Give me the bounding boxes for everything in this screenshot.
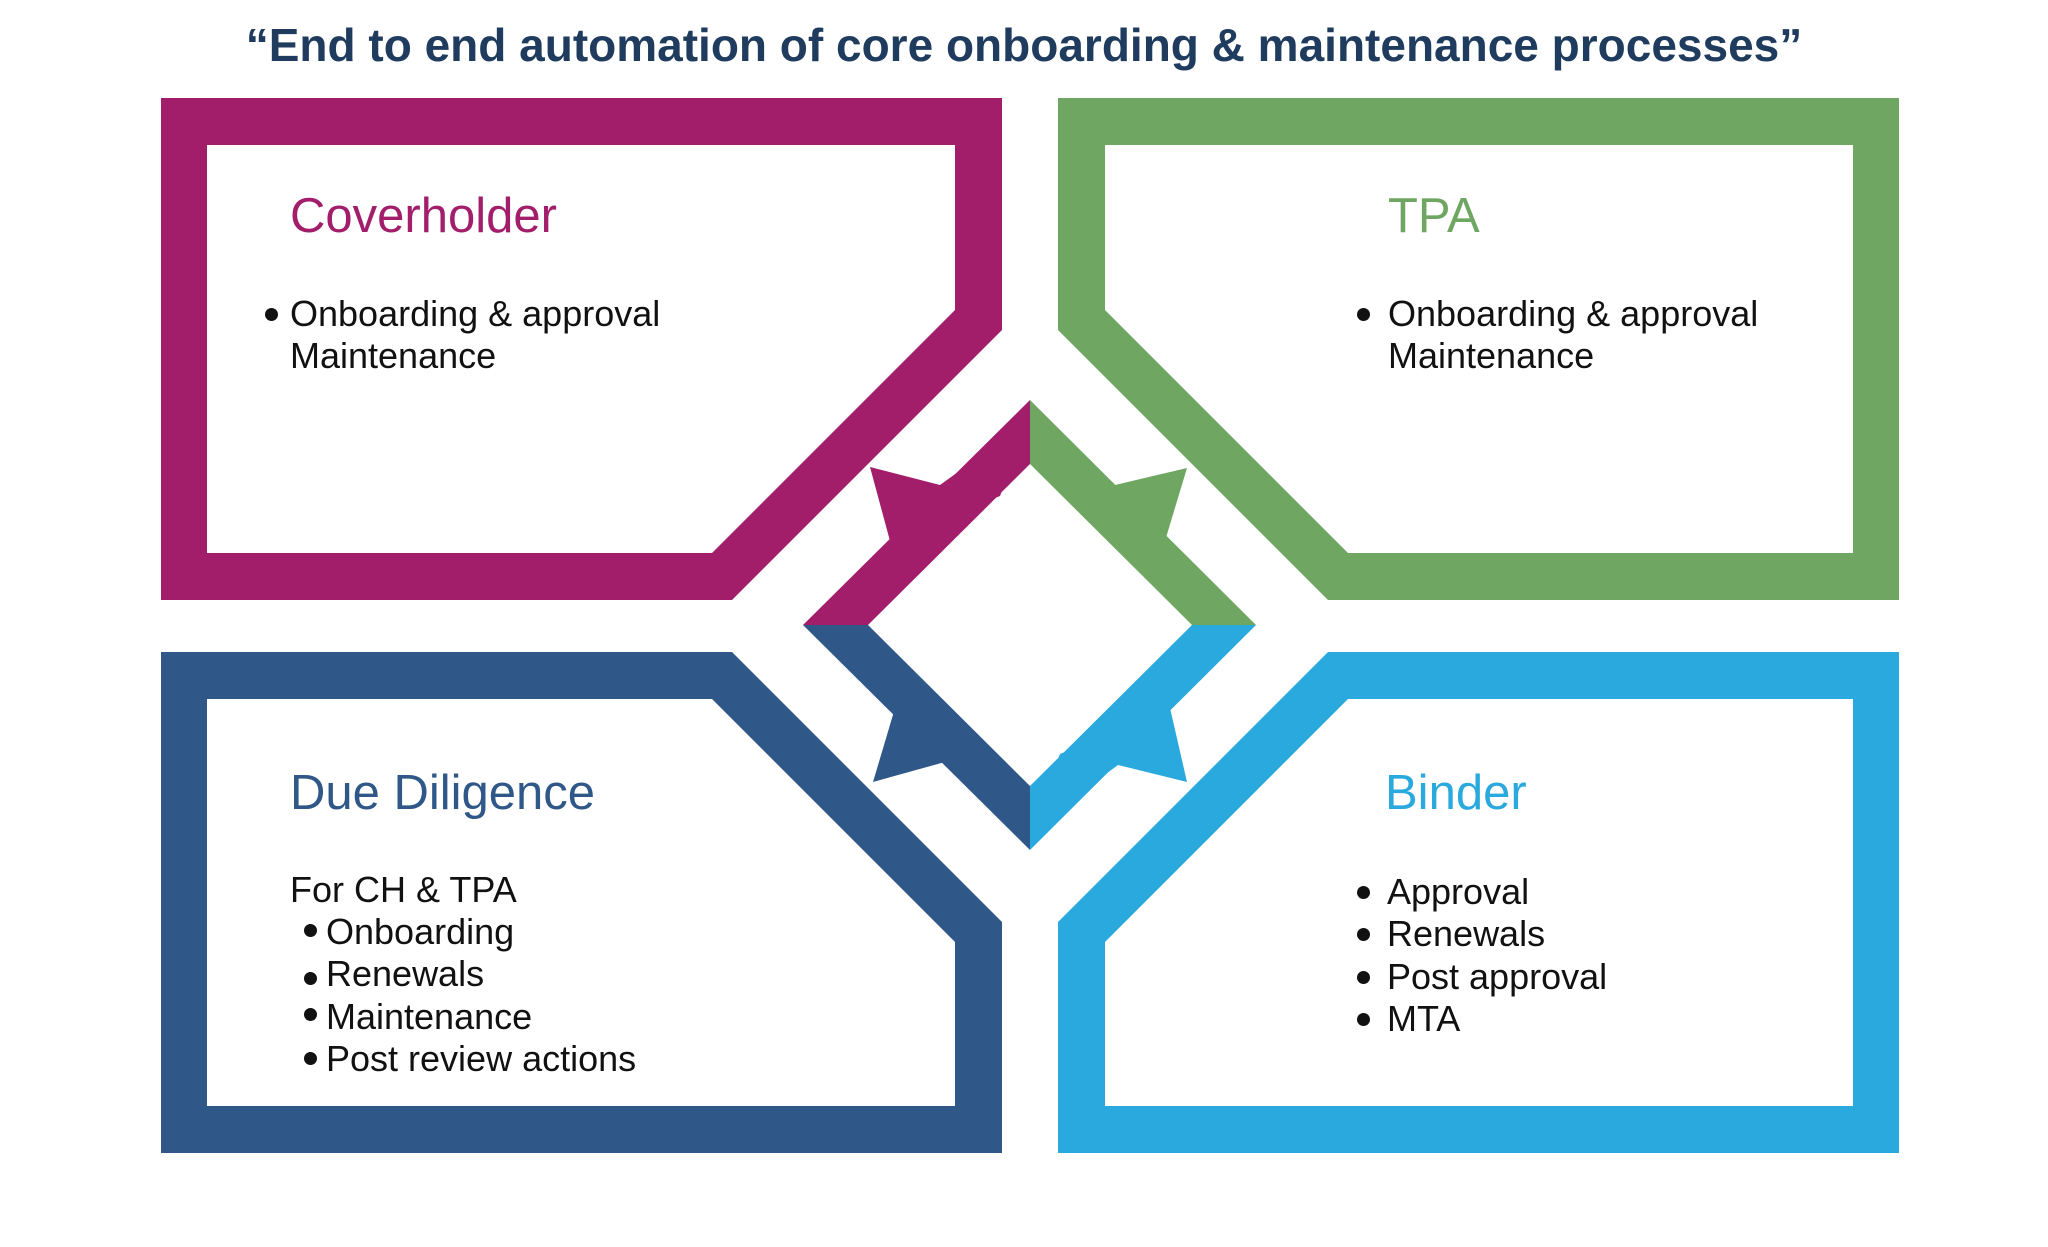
binder-heading: Binder: [1385, 766, 1527, 820]
tpa-heading: TPA: [1388, 189, 1480, 243]
due-diligence-bullet-dot: [304, 924, 317, 937]
binder-frame: [1058, 652, 1899, 1153]
coverholder-heading: Coverholder: [290, 189, 557, 243]
tpa-frame: [1058, 98, 1899, 600]
binder-bullet-dot: [1357, 928, 1370, 941]
coverholder-bullet-2: Maintenance: [290, 335, 497, 376]
due-diligence-bullet-dot: [304, 972, 317, 985]
due-diligence-bullet-1: Onboarding: [326, 911, 515, 952]
binder-bullet-dot: [1357, 1013, 1370, 1026]
binder-bullet-4: MTA: [1387, 998, 1461, 1039]
binder-bullet-2: Renewals: [1387, 913, 1546, 954]
coverholder-bullet-1: Onboarding & approval: [290, 293, 661, 334]
due-diligence-frame: [161, 652, 1002, 1153]
cycle-arrowhead-binder: [1030, 708, 1187, 830]
due-diligence-bullet-2: Renewals: [326, 953, 485, 994]
due-diligence-bullet-3: Maintenance: [326, 996, 533, 1037]
cycle-arrowhead-coverholder: [870, 420, 1030, 541]
due-diligence-bullet-dot: [304, 1052, 317, 1065]
coverholder-frame: [161, 98, 1002, 600]
tpa-bullet-dot: [1357, 308, 1370, 321]
due-diligence-bullet-dot: [304, 1008, 317, 1021]
coverholder-bullet-dot: [265, 308, 278, 321]
page-title: “End to end automation of core onboardin…: [245, 19, 1803, 71]
due-diligence-heading: Due Diligence: [290, 766, 596, 820]
binder-bullet-3: Post approval: [1387, 956, 1608, 997]
due-diligence-intro: For CH & TPA: [290, 869, 517, 910]
cycle-arrowhead-tpa: [1030, 420, 1187, 541]
binder-bullet-dot: [1357, 886, 1370, 899]
tpa-bullet-1: Onboarding & approval: [1388, 293, 1759, 334]
cycle-arrowhead-due-diligence: [873, 708, 1030, 830]
due-diligence-bullet-4: Post review actions: [326, 1038, 637, 1079]
binder-bullet-1: Approval: [1387, 871, 1530, 912]
binder-bullet-dot: [1357, 971, 1370, 984]
tpa-bullet-2: Maintenance: [1388, 335, 1595, 376]
